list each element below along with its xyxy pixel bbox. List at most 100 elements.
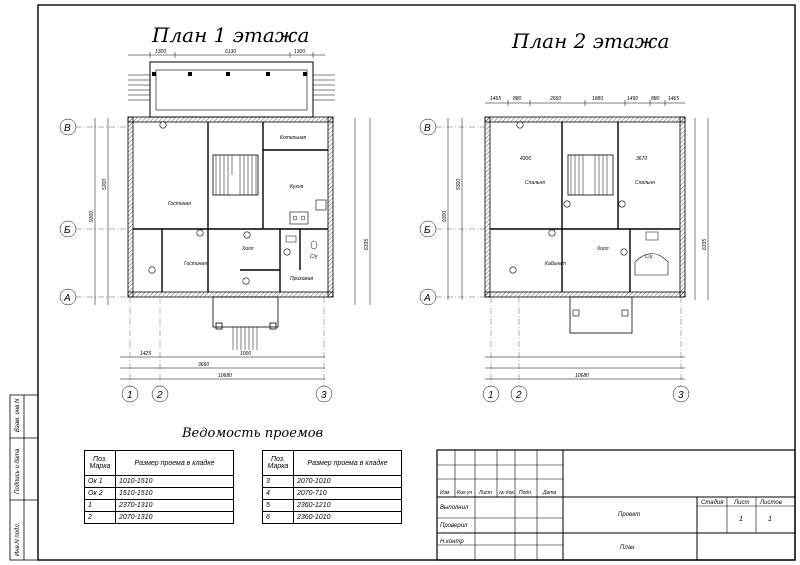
col-mark-header: Поз. Марка — [84, 450, 116, 476]
col-size-header: Размер проема в кладке — [115, 450, 234, 476]
cell-mark: 4 — [262, 487, 294, 500]
cell-size: 2370-1310 — [115, 499, 234, 512]
f1-room-entry: Прихожая — [290, 276, 314, 282]
stamp-sheets-label: Листов — [759, 500, 782, 506]
f1-room-wc: С/у — [310, 254, 318, 260]
grid-axes — [59, 118, 690, 403]
cell-mark: 3 — [262, 475, 294, 488]
f2-room-bedroom1: Спальня — [525, 180, 545, 186]
stamp-role-done: Выполнил — [440, 505, 469, 511]
f2-room-bedroom2: Спальня — [635, 180, 655, 186]
stamp-h-sign: Подп. — [519, 490, 532, 496]
cell-size: 1010-1510 — [115, 475, 234, 488]
floor1-title: План 1 этажа — [151, 23, 309, 47]
stamp-project: Проект — [618, 512, 640, 518]
cell-mark: 1 — [84, 499, 116, 512]
axis-f1-a: А — [63, 293, 71, 304]
f1-dim-top: 6130 — [225, 49, 236, 55]
f1-room-kitchen: Кухня — [290, 184, 304, 190]
f1-dim-inner2: 3660 — [198, 362, 209, 368]
f1-dim-top-left: 1300 — [155, 49, 166, 55]
f2-room-study: Кабинет — [545, 261, 566, 267]
f2-room-wc: С/у — [645, 254, 653, 260]
cell-size: 2360-1010 — [293, 511, 402, 524]
axis-f2-v: В — [424, 123, 431, 134]
side-label-sign: Подпись и дата — [15, 448, 21, 494]
f1-room-living: Гостиная — [168, 201, 191, 207]
stamp-h-change: Изм — [440, 490, 450, 496]
cell-mark: 5 — [262, 499, 294, 512]
cell-size: 2070-1010 — [293, 475, 402, 488]
axis-f2-col2: 2 — [515, 390, 522, 401]
col-size-header: Размер проема в кладке — [293, 450, 402, 476]
f2-dim-right: 6335 — [702, 239, 708, 250]
f1-dim-top-right: 1300 — [294, 49, 305, 55]
axis-f2-b: Б — [424, 225, 431, 236]
f2-dim-bed1: 4300 — [520, 156, 531, 162]
f2-dim-2: 880 — [513, 96, 522, 102]
stamp-h-date: Дата — [542, 490, 556, 496]
f2-dim-6: 880 — [651, 96, 660, 102]
stamp-sheets-total: 1 — [768, 516, 772, 523]
f2-dim-3: 2660 — [549, 96, 561, 102]
floor2-title: План 2 этажа — [511, 29, 669, 53]
floor1-plan: 6130 1300 1300 10680 9300 6335 5300 3660… — [89, 49, 371, 380]
axis-f2-col1: 1 — [488, 390, 494, 401]
stamp-h-doc: № док. — [499, 490, 515, 496]
f1-dim-bottom: 10680 — [218, 373, 232, 379]
cell-size: 1510-1510 — [115, 487, 234, 500]
axis-f1-b: Б — [64, 225, 71, 236]
openings-title: Ведомость проемов — [181, 426, 323, 441]
side-label-replace: Взам. инв.N — [15, 398, 21, 432]
cell-mark: 6 — [262, 511, 294, 524]
stamp-h-sheet: Лист — [478, 490, 492, 496]
floor2-plan: 1465 880 2660 1880 1490 880 1465 10680 9… — [442, 96, 709, 380]
axis-f2-col3: 3 — [678, 390, 684, 401]
f2-dim-bed2: 3670 — [636, 156, 647, 162]
stamp-h-qty: Кол.уч — [457, 490, 472, 496]
axis-f1-col2: 2 — [156, 390, 163, 401]
axis-f1-col1: 1 — [127, 390, 133, 401]
axis-f1-col3: 3 — [321, 390, 327, 401]
f1-dim-right: 6335 — [364, 239, 370, 250]
stamp-sheet-name: План — [620, 545, 635, 551]
f2-dim-left: 9300 — [442, 211, 448, 222]
f2-dim-1: 1465 — [490, 96, 501, 102]
stamp-stage-label: Стадия — [701, 500, 724, 506]
f2-dim-5: 1490 — [627, 96, 638, 102]
f1-room-living2: Гостиная — [184, 261, 207, 267]
table-header-row: Поз. Марка Размер проема в кладке — [262, 450, 402, 476]
f1-room-hall: Холл — [241, 246, 254, 252]
axis-f2-a: А — [423, 293, 431, 304]
stamp-role-norm: Н.контр — [440, 539, 464, 545]
f1-dim-left: 9300 — [89, 211, 95, 222]
f2-room-hall: Холл — [596, 246, 609, 252]
f1-dim-inner4: 1000 — [240, 351, 251, 357]
cell-size: 2070-710 — [293, 487, 402, 500]
title-block — [436, 449, 796, 561]
cell-size: 2360-1210 — [293, 499, 402, 512]
sheet-frame — [37, 4, 796, 561]
cell-mark: Ок 2 — [84, 487, 116, 500]
f1-dim-inner1: 5300 — [102, 179, 108, 190]
grid-axis-lines — [76, 126, 682, 386]
axis-f1-v: В — [64, 123, 71, 134]
stamp-sheet-label: Лист — [733, 500, 749, 506]
f2-dim-bottom: 10680 — [575, 373, 589, 379]
cell-size: 2070-1310 — [115, 511, 234, 524]
side-strip — [9, 394, 39, 561]
f2-dim-7: 1465 — [668, 96, 679, 102]
side-label-inv: Инв.N подл. — [15, 523, 21, 556]
cell-mark: 2 — [84, 511, 116, 524]
stamp-sheet-no: 1 — [739, 516, 743, 523]
